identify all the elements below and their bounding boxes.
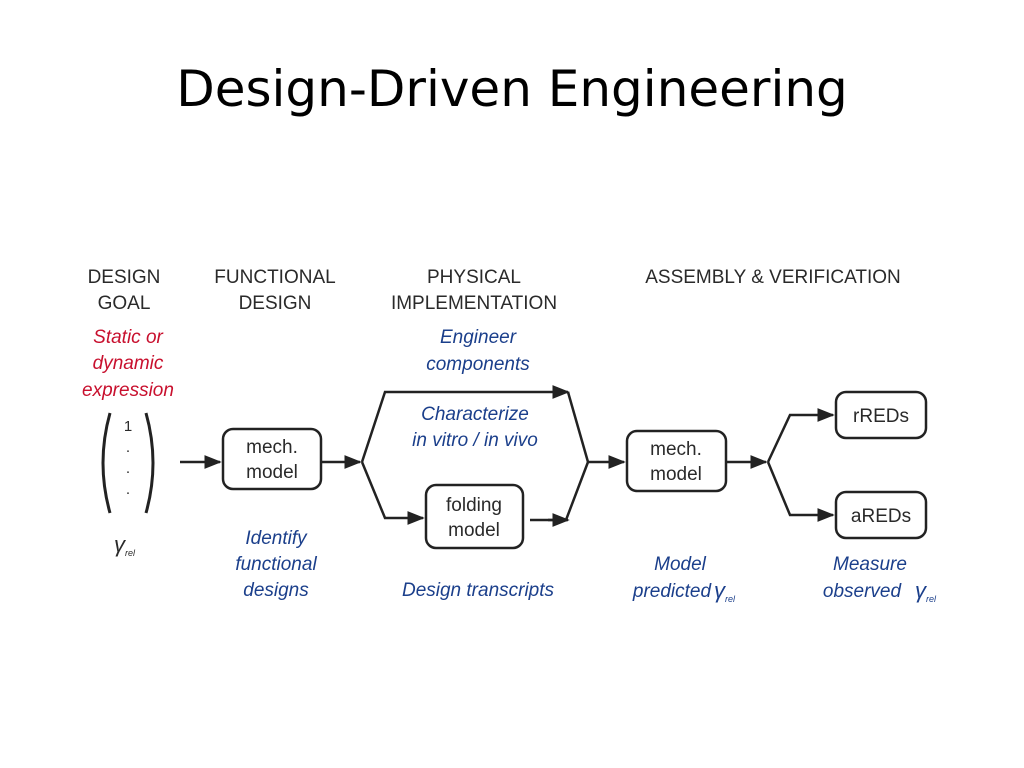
svg-text:Measure: Measure [833,554,907,575]
svg-text:DESIGN: DESIGN [239,293,312,314]
header-design-goal: DESIGN GOAL [88,267,161,314]
rreds-box: rREDs [834,390,928,440]
connector-lower-merge [530,461,590,522]
arrow-to-folding-model [360,461,425,525]
svg-text:FUNCTIONAL: FUNCTIONAL [214,267,335,288]
svg-text:aREDs: aREDs [851,506,911,527]
svg-text:Engineer: Engineer [440,327,517,348]
connector-upper-merge [566,391,590,463]
svg-text:observed: observed [823,581,903,602]
svg-text:model: model [246,462,298,483]
svg-text:Identify: Identify [245,528,308,549]
arrow-to-rreds [766,408,835,463]
goal-vector: 1 · · · [101,412,155,514]
svg-text:Static or: Static or [93,327,163,348]
svg-text:dynamic: dynamic [93,353,164,374]
svg-text:folding: folding [446,495,502,516]
goal-text: Static or dynamic expression [82,327,174,401]
arrow-engineer-components [360,385,570,463]
annotation-identify: Identify functional designs [235,528,317,601]
svg-text:mech.: mech. [246,437,298,458]
svg-text:Model: Model [654,554,707,575]
svg-text:expression: expression [82,380,174,401]
svg-text:γrel: γrel [915,578,937,604]
slide-title: Design-Driven Engineering [176,60,848,118]
svg-text:·: · [126,442,131,459]
svg-text:·: · [126,463,131,480]
svg-text:model: model [448,520,500,541]
svg-text:·: · [126,484,131,501]
annotation-engineer-components: Engineer components [426,327,530,375]
header-functional-design: FUNCTIONAL DESIGN [214,267,335,314]
svg-text:predicted: predicted [632,581,713,602]
svg-text:components: components [426,354,530,375]
annotation-characterize: Characterize in vitro / in vivo [412,404,538,451]
folding-model-box: folding model [424,483,525,550]
gamma-rel-symbol: γrel [114,532,136,558]
header-assembly-verification: ASSEMBLY & VERIFICATION [645,267,901,288]
header-physical-implementation: PHYSICAL IMPLEMENTATION [391,267,557,314]
svg-text:PHYSICAL: PHYSICAL [427,267,521,288]
mech-model-box-1: mech. model [221,427,323,491]
svg-text:IMPLEMENTATION: IMPLEMENTATION [391,293,557,314]
annotation-design-transcripts: Design transcripts [402,580,555,601]
areds-box: aREDs [834,490,928,540]
svg-text:Characterize: Characterize [421,404,529,425]
svg-text:designs: designs [243,580,309,601]
arrow-to-areds [766,461,835,522]
mech-model-box-2: mech. model [625,429,728,493]
svg-text:functional: functional [235,554,317,575]
svg-text:mech.: mech. [650,439,702,460]
svg-text:GOAL: GOAL [98,293,151,314]
svg-text:in vitro / in vivo: in vitro / in vivo [412,430,538,451]
annotation-measure-observed: Measure observed γrel [823,554,937,604]
annotation-model-predicted: Model predicted γrel [632,554,736,604]
svg-text:rREDs: rREDs [853,406,909,427]
svg-text:γrel: γrel [714,578,736,604]
svg-text:model: model [650,464,702,485]
svg-text:DESIGN: DESIGN [88,267,161,288]
svg-text:1: 1 [124,418,132,435]
